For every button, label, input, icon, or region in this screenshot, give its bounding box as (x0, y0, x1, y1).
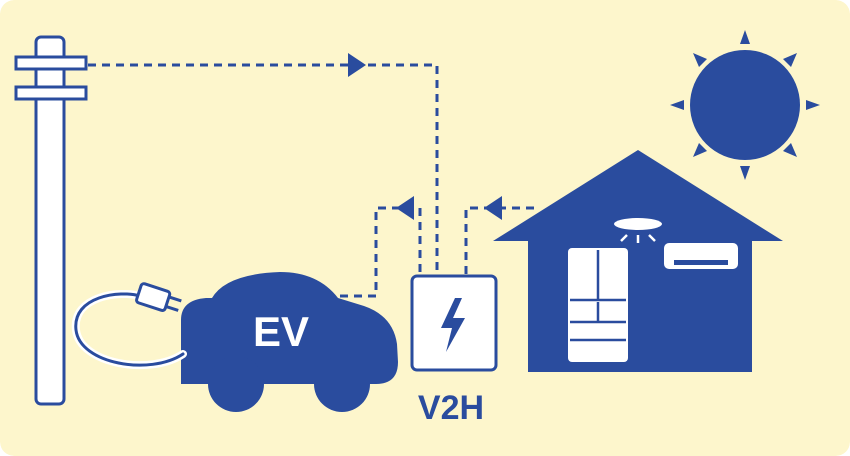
charging-plug-icon (71, 282, 187, 370)
air-conditioner-icon (664, 243, 738, 269)
flow-arrows (348, 53, 502, 220)
house-icon (493, 150, 783, 372)
lightning-bolt-icon (441, 298, 465, 352)
v2h-charger-icon (410, 274, 498, 372)
arrow-left-icon (484, 196, 502, 220)
sun-icon (670, 30, 820, 180)
arrow-right-icon (348, 53, 366, 77)
refrigerator-icon (568, 248, 628, 362)
grid-to-v2h-line (88, 63, 439, 276)
house-to-v2h-line (464, 206, 534, 276)
arrow-left-icon (396, 196, 414, 220)
utility-pole-icon (14, 35, 88, 406)
ev-label: EV (253, 308, 309, 355)
power-flow-lines (88, 63, 534, 298)
ev-car-icon (181, 272, 398, 412)
ceiling-light-icon (614, 218, 662, 243)
v2h-label: V2H (418, 389, 484, 427)
